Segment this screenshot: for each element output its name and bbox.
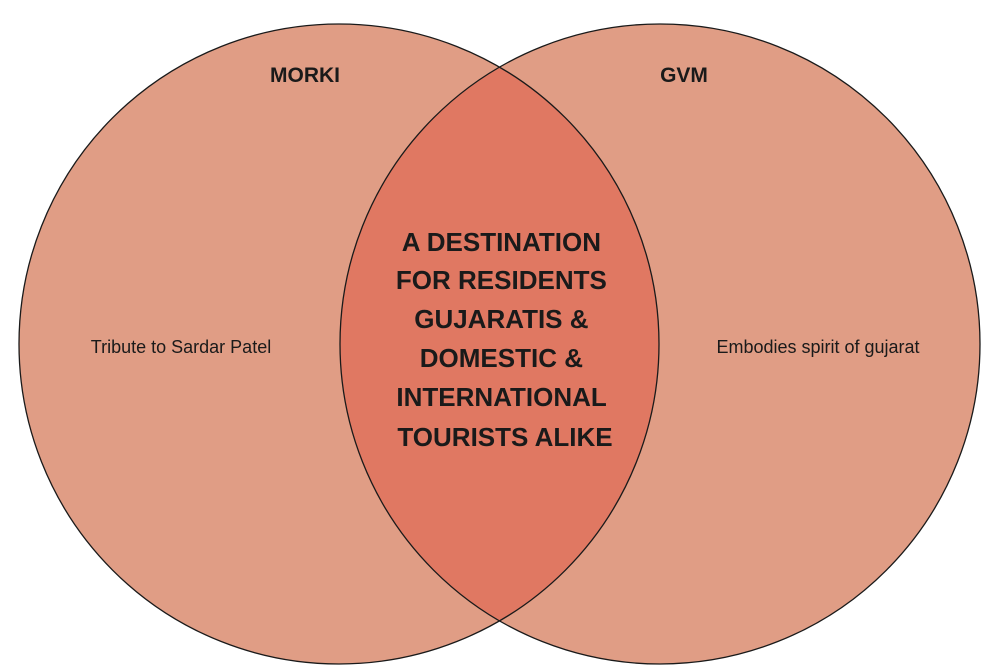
right-circle-text: Embodies spirit of gujarat — [716, 337, 919, 357]
overlap-text-line: TOURISTS ALIKE — [397, 422, 612, 452]
overlap-text-line: DOMESTIC & — [420, 343, 583, 373]
left-circle-title: MORKI — [270, 64, 340, 87]
overlap-text: A DESTINATION FOR RESIDENTS GUJARATIS & … — [396, 227, 614, 452]
overlap-text-line: GUJARATIS & — [414, 304, 588, 334]
left-circle-outline — [18, 23, 660, 665]
overlap-text-line: INTERNATIONAL — [396, 382, 607, 412]
right-circle-title: GVM — [660, 64, 708, 87]
left-circle-text: Tribute to Sardar Patel — [91, 337, 271, 357]
overlap-region — [340, 24, 659, 664]
overlap-text-line: A DESTINATION — [402, 227, 601, 257]
overlap-text-line: FOR RESIDENTS — [396, 265, 607, 295]
right-circle-outline — [339, 23, 981, 665]
